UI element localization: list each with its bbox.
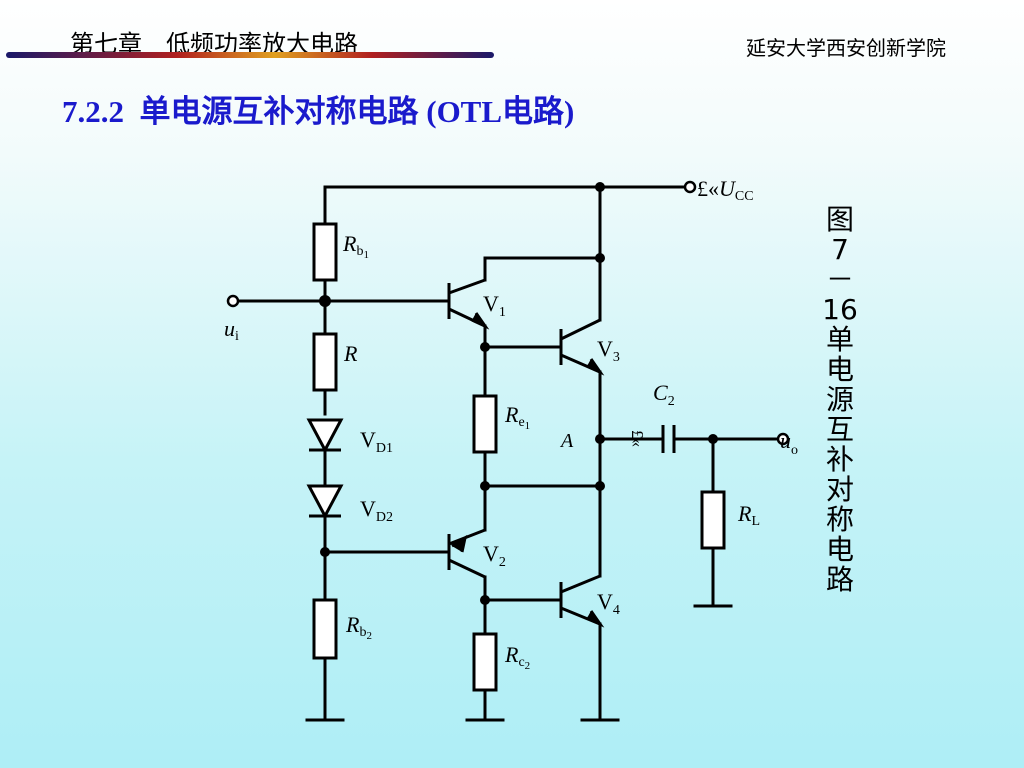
- rb1-label: Rb1: [342, 231, 369, 261]
- rl-label: RL: [737, 501, 760, 529]
- junction-dot: [480, 342, 490, 352]
- rb2-label: Rb2: [345, 612, 372, 642]
- node-a-label: A: [559, 430, 574, 452]
- vd1-label: VD1: [360, 427, 393, 456]
- figure-caption: 图7－16 单电源互补对称电路: [822, 203, 858, 596]
- supply-terminal: [683, 180, 697, 194]
- junction-dot: [708, 434, 718, 444]
- transistor-v3: [559, 318, 605, 376]
- resistor-rc2: [472, 632, 498, 692]
- r-label: R: [343, 341, 358, 366]
- junction-dot: [480, 595, 490, 605]
- junction-dot: [595, 253, 605, 263]
- resistor-rb2: [312, 598, 338, 660]
- re1-label: Re1: [504, 402, 530, 432]
- resistor-re1: [472, 394, 498, 454]
- section-title: 7.2.2 单电源互补对称电路 (OTL电路): [62, 94, 575, 129]
- junction-dot: [595, 182, 605, 192]
- school-name: 延安大学西安创新学院: [746, 36, 946, 60]
- vd2-label: VD2: [360, 496, 393, 525]
- input-terminal: [226, 294, 240, 308]
- input-label: ui: [224, 316, 239, 344]
- junction-dot: [595, 434, 605, 444]
- wire-v2-collector-v4-base: [483, 575, 563, 636]
- v3-label: V3: [597, 336, 620, 365]
- resistor-rb1: [312, 222, 338, 282]
- diode-vd1: [306, 418, 344, 454]
- diode-vd2: [306, 484, 344, 520]
- c2-label: C2: [653, 380, 675, 409]
- v1-label: V1: [483, 291, 506, 320]
- transistor-v4: [559, 574, 605, 628]
- v4-label: V4: [597, 589, 620, 618]
- v2-label: V2: [483, 541, 506, 570]
- junction-dot: [319, 295, 331, 307]
- wire-v1-collector: [483, 256, 602, 282]
- capacitor-c2: [661, 425, 676, 453]
- resistor-rl: [700, 490, 726, 550]
- output-terminal: [776, 432, 790, 446]
- c2-polarity-label: £«: [628, 430, 647, 447]
- junction-dot: [595, 481, 605, 491]
- supply-label: £«UCC: [697, 176, 754, 204]
- junction-dot: [320, 547, 330, 557]
- header-decoration-bar: [6, 52, 494, 58]
- rc2-label: Rc2: [504, 642, 530, 672]
- output-label: uo: [780, 428, 798, 458]
- transistor-v1: [447, 278, 490, 330]
- transistor-v2: [447, 528, 486, 579]
- junction-dot: [480, 481, 490, 491]
- resistor-r: [312, 332, 338, 392]
